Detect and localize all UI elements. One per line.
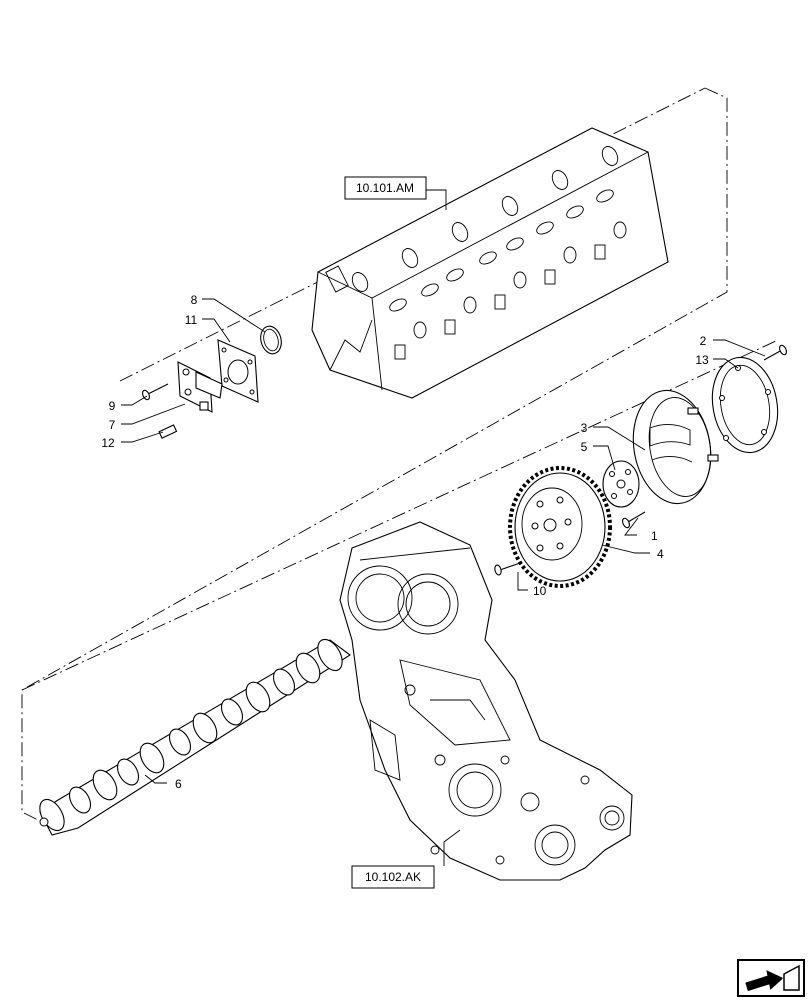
cylinder-head [311,127,669,399]
reference-label-gear-housing[interactable]: 10.102.AK [351,865,435,889]
callout-8: 8 [191,293,198,307]
thrust-plate [632,389,719,505]
gear-housing [339,521,633,881]
camshaft [39,638,351,836]
callout-11: 11 [185,313,198,327]
camshaft-gear [508,466,612,588]
o-ring [260,325,282,355]
callout-4: 4 [657,547,664,561]
callout-12: 12 [101,436,115,450]
alignment-frame [21,87,779,823]
bolt-2 [763,344,787,361]
screw-1 [622,511,646,529]
callout-10: 10 [533,584,547,598]
bolt-10 [494,562,521,576]
svg-text:10.102.AK: 10.102.AK [365,870,421,884]
gasket [711,356,779,454]
bracket [177,361,223,413]
leader-lines [121,189,766,866]
pin-12 [158,424,178,439]
callout-9: 9 [109,399,116,413]
callout-3: 3 [581,421,588,435]
callout-6: 6 [175,777,182,791]
callout-2: 2 [700,334,707,348]
next-page-arrow-icon[interactable] [737,959,805,997]
callout-7: 7 [109,418,116,432]
callout-5: 5 [581,440,588,454]
callout-1: 1 [651,529,658,543]
callout-labels: 1 2 3 4 5 6 7 8 9 10 11 12 13 [101,293,709,791]
screw-9 [142,383,169,401]
callout-13: 13 [695,353,709,367]
gear-hub [602,460,640,508]
flange-plate [217,339,259,403]
reference-label-cylinder-head[interactable]: 10.101.AM [344,176,427,200]
svg-text:10.101.AM: 10.101.AM [356,181,414,195]
